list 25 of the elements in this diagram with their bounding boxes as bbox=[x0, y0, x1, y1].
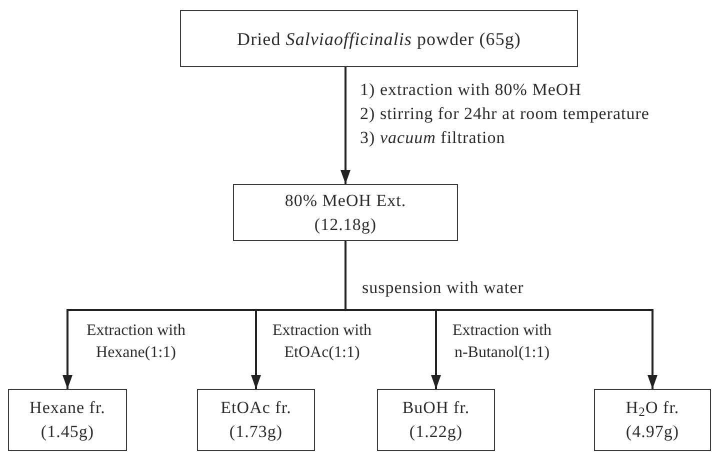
process-box bbox=[197, 389, 315, 451]
process-box bbox=[8, 389, 127, 451]
process-box bbox=[180, 10, 578, 67]
process-box bbox=[233, 184, 458, 241]
node-text: Dried Salviaofficinalis powder (65g) bbox=[237, 28, 521, 50]
arrow bbox=[340, 67, 350, 184]
node-text: (12.18g) bbox=[314, 214, 377, 236]
node-text: EtOAc fr. bbox=[220, 397, 292, 419]
node-text: H$_{2}$O fr. bbox=[626, 397, 680, 420]
node-text: (4.97g) bbox=[626, 421, 680, 443]
node-text: Hexane fr. bbox=[30, 397, 106, 419]
edge-label: Extraction with Hexane(1:1) bbox=[85, 321, 187, 363]
node-text: 80% MeOH Ext. bbox=[284, 190, 406, 212]
process-box bbox=[377, 389, 495, 451]
process-box bbox=[594, 389, 711, 451]
node-text: BuOH fr. bbox=[402, 397, 470, 419]
step-text: 3) vacuum filtration bbox=[360, 127, 506, 149]
step-text: suspension with water bbox=[362, 277, 524, 299]
edge-label: Extraction with EtOAc(1:1) bbox=[271, 321, 373, 363]
step-text: 2) stirring for 24hr at room temperature bbox=[360, 103, 650, 125]
node-text: (1.22g) bbox=[409, 421, 463, 443]
node-text: (1.45g) bbox=[40, 421, 94, 443]
step-text: 1) extraction with 80% MeOH bbox=[360, 79, 582, 101]
edge-label: Extraction with n-Butanol(1:1) bbox=[451, 321, 553, 363]
node-text: (1.73g) bbox=[229, 421, 283, 443]
